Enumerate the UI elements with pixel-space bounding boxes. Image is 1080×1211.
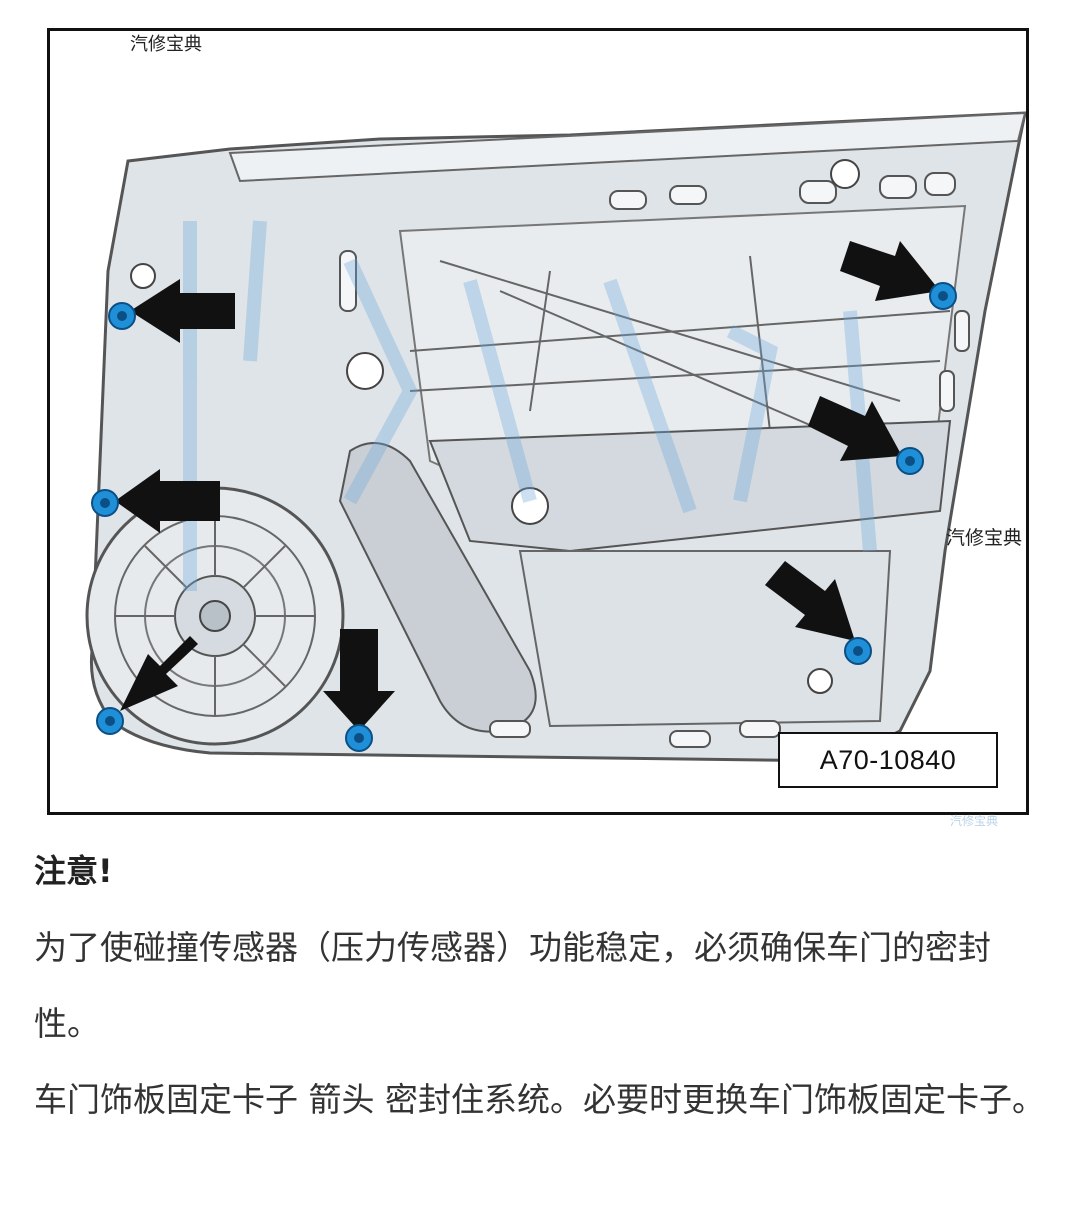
panel-screws — [130, 159, 860, 694]
figure-code-label: A70-10840 — [778, 732, 998, 788]
arrow-mid-left — [115, 469, 220, 533]
trim-clips — [91, 282, 957, 752]
arrow-upper-left — [130, 279, 235, 343]
arrow-bottom-center — [323, 629, 395, 731]
arrow-bottom-left — [120, 636, 198, 711]
watermark-side-text: 汽修宝典 — [946, 527, 1023, 549]
clip-6 — [896, 447, 924, 475]
panel-lines — [409, 255, 951, 452]
clip-5 — [929, 282, 957, 310]
door-panel-illustration — [85, 111, 1026, 763]
watermark-top-text: 汽修宝典 — [130, 34, 202, 55]
clip-7 — [844, 637, 872, 665]
clip-1 — [108, 302, 136, 330]
note-paragraph-2: 车门饰板固定卡子 箭头 密封住系统。必要时更换车门饰板固定卡子。 — [34, 1080, 1045, 1119]
note-paragraph-1: 为了使碰撞传感器（压力传感器）功能稳定，必须确保车门的密封性。 — [34, 928, 991, 1043]
clip-3 — [96, 707, 124, 735]
clip-2 — [91, 489, 119, 517]
panel-slots — [339, 172, 970, 748]
arrow-upper-right — [840, 241, 940, 301]
watermark-corner-text: 汽修宝典 — [950, 814, 999, 828]
arrow-lower-right — [765, 561, 855, 641]
note-title: 注意! — [34, 852, 113, 890]
arrow-mid-right — [808, 396, 902, 461]
figure-frame — [47, 28, 1029, 815]
clip-4 — [345, 724, 373, 752]
door-pocket — [338, 442, 537, 733]
arrows — [115, 241, 940, 731]
window-rail — [228, 111, 1026, 183]
lower-pocket — [518, 550, 892, 728]
